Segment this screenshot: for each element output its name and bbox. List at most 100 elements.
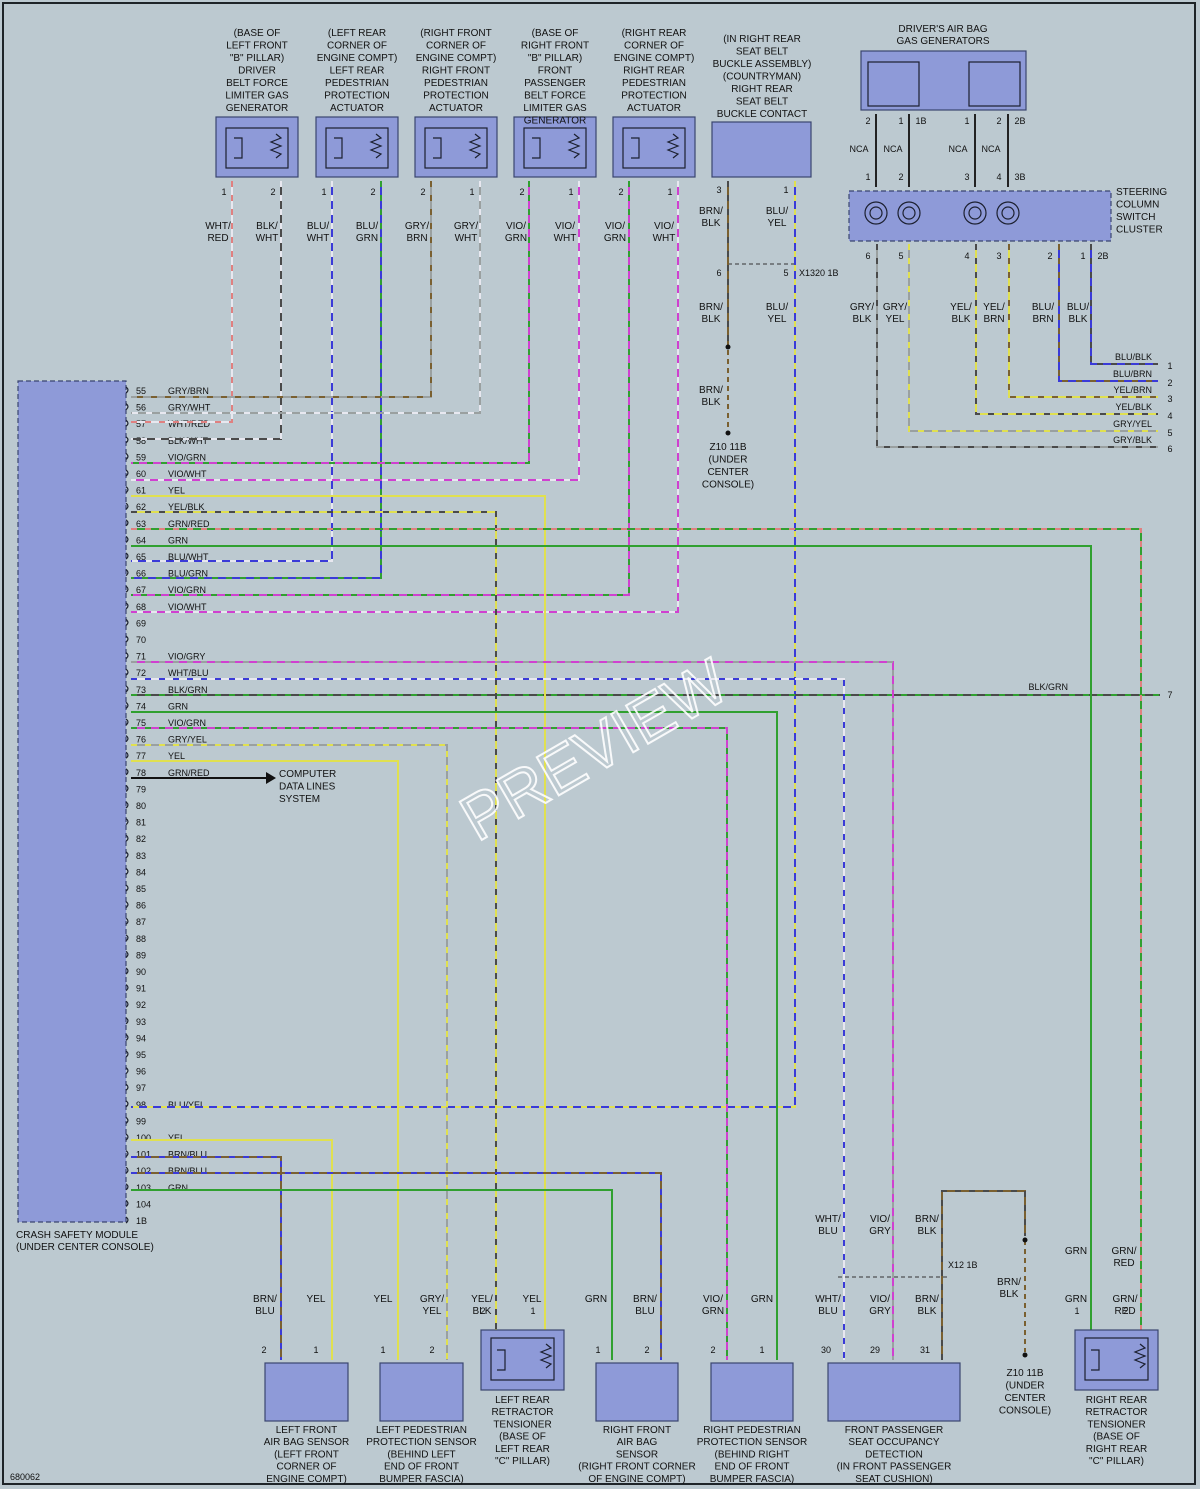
pin-number: 1: [530, 1306, 535, 1316]
pin-number: 86: [136, 901, 146, 911]
scc-label: STEERING: [1116, 187, 1167, 198]
pin-wire-color: GRY/WHT: [168, 403, 211, 413]
wire-code: BLK: [952, 314, 971, 325]
pin-number: 1: [783, 185, 788, 195]
pin-number: 2: [898, 172, 903, 182]
wire-code: BRN/: [915, 1294, 939, 1305]
top-component-label: ACTUATOR: [429, 103, 483, 114]
bottom-component-label: LEFT REAR: [495, 1444, 550, 1455]
preview-watermark: PREVIEW: [448, 644, 740, 854]
pin-hook: [125, 768, 129, 776]
pin-wire-color: GRN: [168, 701, 188, 711]
pin-number: 31: [920, 1345, 930, 1355]
bottom-component-label: END OF FRONT: [384, 1462, 459, 1473]
top-component-label: GENERATOR: [524, 116, 586, 127]
pin-hook: [125, 685, 129, 693]
pin-number: 1: [380, 1345, 385, 1355]
pin-wire-color: BLU/GRN: [168, 569, 208, 579]
pin-number: 1: [469, 187, 474, 197]
bottom-component-box: [379, 1362, 464, 1422]
bottom-component-label: (LEFT FRONT: [274, 1449, 339, 1460]
bottom-component-label: (BASE OF: [499, 1432, 546, 1443]
pin-number: 4: [1167, 411, 1172, 421]
pin-number: 2: [429, 1345, 434, 1355]
wire-code: WHT: [307, 233, 330, 244]
wire-code: WHT: [554, 233, 577, 244]
gas-gen-symbol: [867, 61, 920, 107]
pin-hook: [125, 569, 129, 577]
pin-number: 100: [136, 1133, 151, 1143]
pin-number: 97: [136, 1083, 146, 1093]
pin-number: 1: [221, 187, 226, 197]
pin-number: 2: [1123, 1306, 1128, 1316]
bottom-component-box: [595, 1362, 679, 1422]
wire-code: GRN: [505, 233, 527, 244]
wire-code: BLU/: [356, 221, 378, 232]
wire-code: YEL: [374, 1294, 393, 1305]
pin-number: 99: [136, 1116, 146, 1126]
top-component-label: CORNER OF: [624, 41, 684, 52]
pin-number: 85: [136, 884, 146, 894]
buckle-contact-box: [711, 121, 812, 178]
pin-number: 3: [1167, 394, 1172, 404]
pin-number: 73: [136, 685, 146, 695]
wire-code: GRY/: [883, 302, 907, 313]
bottom-component-label: OF ENGINE COMPT): [588, 1474, 685, 1485]
wire-code: VIO/: [605, 221, 625, 232]
ground-dot: [1022, 1352, 1028, 1358]
pin-number: 92: [136, 1000, 146, 1010]
top-component-box: [215, 116, 299, 178]
top-component-label: ENGINE COMPT): [614, 53, 695, 64]
computer-data-label: COMPUTER: [279, 769, 336, 780]
buckle-label: BUCKLE CONTACT: [717, 109, 807, 120]
connector-name: X1320 1B: [799, 268, 839, 278]
pin-number: 90: [136, 967, 146, 977]
bottom-component-label: SENSOR: [616, 1449, 658, 1460]
wire-code: GRY/BLK: [1113, 435, 1152, 445]
pin-number: 63: [136, 519, 146, 529]
wire-code: GRN: [604, 233, 626, 244]
wire-code: YEL/: [983, 302, 1005, 313]
pin-hook: [125, 917, 129, 925]
bottom-component-label: SEAT OCCUPANCY: [848, 1437, 939, 1448]
wire-code: YEL/: [471, 1294, 493, 1305]
pin-number: 1B: [915, 116, 926, 126]
pin-number: 5: [898, 251, 903, 261]
pin-number: 2: [865, 116, 870, 126]
pin-number: 2: [519, 187, 524, 197]
top-component-label: (RIGHT FRONT: [420, 28, 491, 39]
wire-code: YEL/BRN: [1113, 385, 1152, 395]
pin-number: 55: [136, 386, 146, 396]
coil-symbol: [532, 133, 581, 159]
component-symbol: [622, 127, 686, 169]
pin-number: 61: [136, 486, 146, 496]
wire-code: BLK: [702, 397, 721, 408]
pin-number: 6: [716, 268, 721, 278]
wire-blu-blk: [1090, 244, 1158, 365]
coil-symbol: [334, 133, 383, 159]
wire-code: YEL: [886, 314, 905, 325]
pin-hook: [125, 1150, 129, 1158]
bottom-component-label: RIGHT REAR: [1086, 1395, 1148, 1406]
pin-number: 6: [865, 251, 870, 261]
wire-code: WHT: [256, 233, 279, 244]
splice-dot: [1022, 1237, 1028, 1243]
wire-yel-blk-stripe: [131, 511, 497, 1330]
wire-code: GRY: [869, 1226, 891, 1237]
pin-number: 82: [136, 834, 146, 844]
pin-wire-color: VIO/GRY: [168, 652, 205, 662]
pin-number: 58: [136, 436, 146, 446]
wire-code: BLU: [635, 1306, 654, 1317]
wire-code: BRN: [406, 233, 427, 244]
wire-code: WHT: [455, 233, 478, 244]
ground-label: (UNDER: [709, 455, 748, 466]
bottom-component-box: [827, 1362, 961, 1422]
wire-code: GRY/YEL: [1113, 419, 1152, 429]
pin-number: 68: [136, 602, 146, 612]
top-component-label: PEDESTRIAN: [325, 78, 389, 89]
ground-label: CONSOLE): [702, 480, 754, 491]
pin-number: 84: [136, 867, 146, 877]
pin-wire-color: BLU/WHT: [168, 552, 209, 562]
bottom-component-label: ENGINE COMPT): [266, 1474, 347, 1485]
